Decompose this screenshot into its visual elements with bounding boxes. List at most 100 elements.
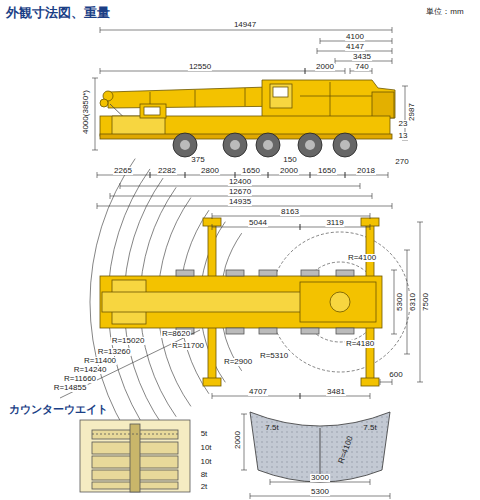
dimension-line: [320, 38, 321, 44]
dimension-line: [110, 193, 111, 199]
dimension-label: 10t: [199, 458, 212, 466]
dimension-label: R=4180: [345, 340, 375, 348]
dimension-line: [420, 222, 421, 382]
dimension-label: 13: [398, 132, 409, 140]
plan-view: [90, 159, 410, 446]
dimension-line: [370, 213, 371, 219]
dimension-label: 23: [398, 120, 409, 128]
dimension-line: [392, 48, 393, 54]
dimension-label: R=11660: [63, 375, 97, 383]
dimension-line: [212, 224, 213, 230]
dimension-label: 2000: [234, 430, 242, 450]
dimension-line: [392, 27, 393, 33]
dimension-line: [95, 78, 96, 150]
dimension-line: [391, 270, 397, 271]
dimension-label: 12400: [228, 178, 252, 186]
dimension-label: 740: [354, 63, 369, 71]
dimension-label: 150: [282, 156, 297, 164]
dimension-line: [345, 172, 346, 178]
dimension-line: [305, 68, 306, 74]
dimension-label: 14947: [233, 21, 257, 29]
dimension-line: [372, 68, 373, 74]
dimension-label: 2987: [408, 102, 416, 122]
counterweight: [80, 412, 390, 492]
dimension-line: [372, 193, 373, 199]
dimension-line: [241, 414, 247, 415]
dimension-line: [100, 30, 392, 31]
dimension-label: 6310: [409, 292, 417, 312]
dimension-label: 7.5t: [264, 424, 279, 432]
dimension-label: 1650: [317, 167, 337, 175]
dimension-label: R=2900: [223, 358, 253, 366]
dimension-label: 600: [388, 371, 403, 379]
dimension-line: [417, 382, 423, 383]
dimension-label: 2800: [200, 167, 220, 175]
dimension-line: [370, 224, 371, 230]
dimension-label: 2282: [157, 167, 177, 175]
dimension-label: 3435: [352, 53, 372, 61]
dimension-label: R=14855: [53, 384, 88, 392]
dimension-line: [390, 493, 391, 499]
dimension-line: [392, 58, 393, 64]
dimension-label: R=4100: [347, 254, 377, 262]
title: 外観寸法図、重量: [6, 4, 110, 22]
dimension-label: 4000(3850*): [82, 89, 90, 135]
dimension-line: [92, 150, 98, 151]
dimension-line: [394, 270, 395, 334]
dimension-line: [300, 224, 301, 230]
dimension-line: [212, 213, 213, 219]
dimension-line: [388, 172, 389, 178]
dimension-line: [185, 172, 186, 178]
dimension-line: [404, 354, 410, 355]
dimension-label: 375: [190, 156, 205, 164]
dimension-line: [392, 203, 393, 209]
dimension-label: 単位：mm: [425, 8, 464, 16]
dimension-label: 270: [394, 158, 409, 166]
dimension-label: R=13260: [97, 348, 132, 356]
dimension-label: 2000: [279, 167, 299, 175]
dimension-line: [404, 250, 410, 251]
dimension-label: 12550: [188, 63, 212, 71]
dimension-label: 3000: [310, 474, 330, 482]
dimension-label: 5044: [248, 219, 268, 227]
dimension-label: 5300: [396, 292, 404, 312]
dimension-line: [370, 479, 371, 485]
dimension-line: [150, 172, 151, 178]
dimension-label: 3119: [325, 219, 344, 227]
dimension-line: [417, 222, 423, 223]
dimension-label: 5300: [310, 488, 330, 496]
dimension-line: [92, 78, 98, 79]
dimension-line: [97, 172, 98, 178]
dimension-label: R=14240: [73, 366, 108, 374]
dimension-label: 8t: [200, 471, 209, 479]
dimension-line: [244, 414, 245, 470]
dimension-line: [268, 172, 269, 178]
dimension-line: [250, 493, 251, 499]
dimension-label: 2265: [113, 167, 133, 175]
dimension-label: R=11700: [171, 342, 205, 350]
dimension-label: 4707: [248, 388, 268, 396]
dimension-line: [407, 250, 408, 354]
dimension-label: 2t: [200, 483, 209, 491]
dimension-line: [345, 68, 346, 74]
dimension-label: 1650: [241, 167, 261, 175]
dimension-label: 3481: [326, 388, 346, 396]
dimension-line: [391, 334, 397, 335]
section-heading: カウンターウエイト: [8, 404, 109, 415]
dimension-label: 4100: [345, 33, 365, 41]
dimension-line: [310, 172, 311, 178]
dimension-label: 14935: [228, 198, 252, 206]
dimension-line: [212, 393, 213, 399]
dimension-label: 10t: [199, 444, 212, 452]
dimension-label: R=8620: [161, 330, 191, 338]
dimension-line: [350, 68, 351, 74]
dimension-line: [392, 38, 393, 44]
dimension-line: [300, 393, 301, 399]
dimension-label: 7500: [422, 292, 430, 312]
dimension-line: [270, 479, 271, 485]
dimension-label: 7.5t: [362, 424, 377, 432]
dimension-line: [317, 48, 318, 54]
dimension-line: [100, 27, 101, 33]
